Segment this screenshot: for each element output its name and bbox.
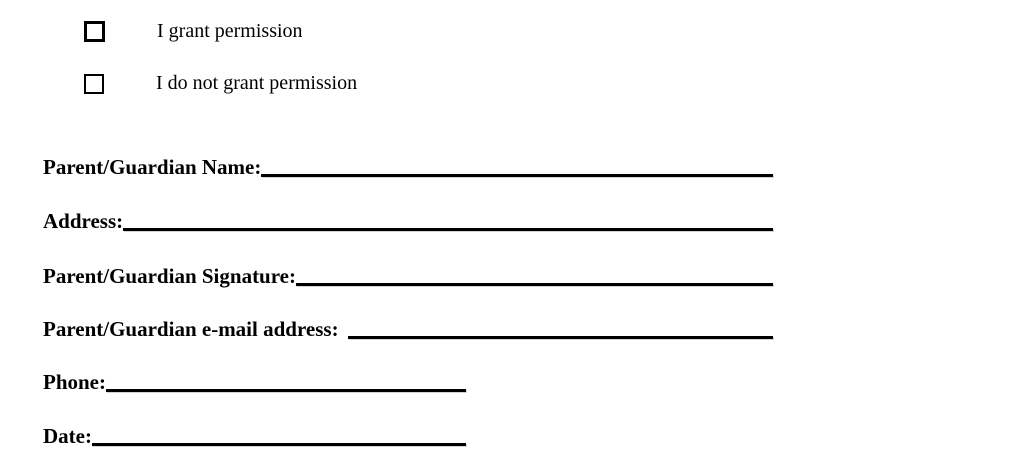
grant-permission-checkbox[interactable] [84, 21, 105, 42]
no-grant-permission-label: I do not grant permission [156, 72, 358, 94]
parent-name-input-line[interactable] [261, 174, 773, 177]
field-row-parent-name: Parent/Guardian Name: [43, 155, 773, 179]
field-row-address: Address: [43, 209, 773, 233]
phone-label: Phone: [43, 370, 106, 394]
parent-signature-label: Parent/Guardian Signature: [43, 264, 296, 288]
field-row-phone: Phone: [43, 370, 466, 394]
field-row-parent-email: Parent/Guardian e-mail address: [43, 317, 773, 341]
grant-permission-label: I grant permission [157, 20, 303, 42]
parent-email-label: Parent/Guardian e-mail address: [43, 317, 339, 341]
no-grant-permission-checkbox[interactable] [84, 73, 104, 94]
phone-input-line[interactable] [106, 389, 466, 392]
field-row-date: Date: [43, 424, 466, 448]
address-input-line[interactable] [123, 228, 773, 231]
option-row-no-grant: I do not grant permission [84, 73, 357, 94]
parent-signature-input-line[interactable] [296, 283, 773, 286]
field-row-parent-signature: Parent/Guardian Signature: [43, 264, 773, 288]
address-label: Address: [43, 209, 124, 233]
parent-email-input-line[interactable] [347, 336, 773, 339]
date-label: Date: [43, 424, 92, 448]
date-input-line[interactable] [91, 443, 466, 446]
option-row-grant: I grant permission [84, 21, 303, 42]
parent-name-label: Parent/Guardian Name: [43, 155, 262, 179]
